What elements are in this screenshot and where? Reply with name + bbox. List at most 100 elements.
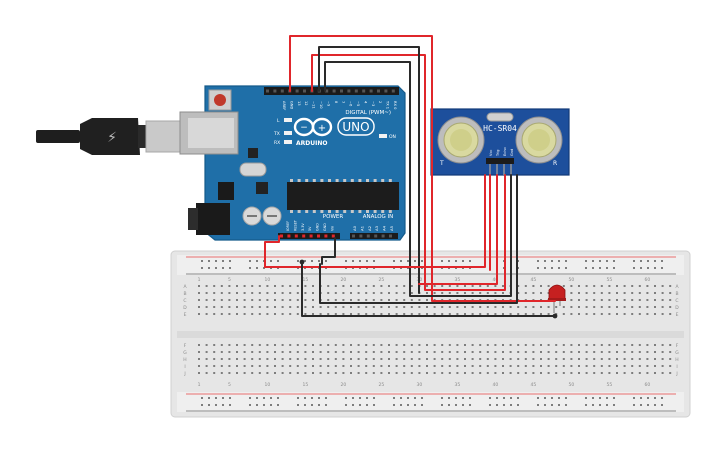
bottom-power-rail [177,392,684,412]
breadboard-hole [198,351,200,353]
breadboard-hole [654,344,656,346]
breadboard-hole [623,365,626,367]
rail-hole [297,260,299,262]
rail-hole [469,260,471,262]
analog-pin-label: A3 [374,225,379,231]
breadboard-hole [426,344,428,346]
breadboard-hole [243,344,246,346]
breadboard-hole [220,299,223,301]
breadboard-hole [350,306,352,308]
breadboard-hole [532,344,535,346]
wire-red-5v-to-rail[interactable] [264,235,280,268]
arduino-uno-board[interactable]: − + UNO ARDUINO L TX RX ON DIGITAL (PWM~… [179,85,406,241]
breadboard-hole [494,292,497,294]
digital-header-label: DIGITAL (PWM~) [345,110,391,116]
breadboard-hole [638,313,641,315]
breadboard-hole [608,313,611,315]
wire-black-rail-to-sensor-gnd[interactable] [319,174,518,304]
breadboard-hole [304,358,307,360]
breadboard-hole [228,372,231,374]
breadboard-hole [555,372,558,374]
wire-black-rail-to-led[interactable] [301,261,556,317]
breadboard-hole [646,306,649,308]
breadboard-hole [600,306,603,308]
breadboard-hole [509,351,512,353]
rail-hole [558,404,560,406]
breadboard-hole [357,292,360,294]
breadboard-hole [266,313,269,315]
breadboard-hole [509,306,512,308]
row-letter: G [183,350,187,356]
breadboard-hole [342,313,345,315]
breadboard-hole [334,365,337,367]
wire-red-pin13-to-led[interactable] [289,35,556,302]
wire-red-trig[interactable] [418,174,498,285]
breadboard-hole [433,306,436,308]
breadboard-hole [372,351,375,353]
sensor-pin-label: Echo [503,147,507,156]
breadboard-hole [266,292,269,294]
breadboard-hole [342,285,345,287]
breadboard-hole [365,299,368,301]
rail-hole [647,260,649,262]
breadboard-hole [616,358,618,360]
analog-header-hole [359,234,363,238]
breadboard-hole [243,299,246,301]
breadboard-hole [593,285,596,287]
breadboard-hole [441,372,444,374]
digital-header[interactable] [264,87,399,95]
digital-header-hole [325,89,329,93]
digital-header-hole [332,89,336,93]
reset-button-cap[interactable] [214,94,226,106]
breadboard-hole [365,313,368,315]
wire-red-rail-to-vcc[interactable] [264,174,486,268]
breadboard-hole [623,306,626,308]
sensor-header[interactable] [486,158,514,164]
breadboard-hole [486,358,489,360]
wire-black-to-gnd[interactable] [324,61,512,297]
rail-hole [496,404,498,406]
breadboard-hole [403,292,406,294]
breadboard-hole [372,292,375,294]
wire-black-gnd-to-rail[interactable] [321,237,336,265]
column-number: 20 [341,382,347,388]
column-number: 55 [607,277,613,283]
breadboard[interactable]: 1155101015152020252530303535404045455050… [170,250,691,418]
breadboard-hole [243,372,246,374]
red-led[interactable] [548,284,566,313]
breadboard-hole [327,358,330,360]
breadboard-hole [608,299,611,301]
breadboard-hole [502,292,504,294]
rail-hole [352,260,354,262]
rail-hole [366,260,368,262]
rail-hole [222,260,224,262]
breadboard-hole [631,372,634,374]
breadboard-hole [228,292,231,294]
breadboard-hole [661,344,664,346]
power-header-hole [302,234,306,238]
breadboard-hole [213,372,216,374]
breadboard-hole [456,292,459,294]
power-header-hole [331,234,335,238]
chip-pin [358,179,362,182]
breadboard-hole [486,372,489,374]
wire-black-trig-a[interactable] [318,46,420,294]
rail-hole [304,260,306,262]
breadboard-hole [593,344,596,346]
breadboard-hole [251,365,254,367]
rail-hole [249,267,251,269]
sensor-label-t: T [439,160,444,167]
wire-red-to-echo[interactable] [311,54,506,291]
analog-header[interactable] [350,233,398,239]
analog-pin-label: A4 [382,225,387,231]
breadboard-hole [631,358,634,360]
breadboard-hole [213,313,216,315]
breadboard-hole [623,299,626,301]
rail-hole [414,404,416,406]
power-header[interactable] [278,233,340,239]
breadboard-hole [646,372,649,374]
digital-header-hole [266,89,269,93]
breadboard-hole [236,299,238,301]
breadboard-hole [456,313,459,315]
